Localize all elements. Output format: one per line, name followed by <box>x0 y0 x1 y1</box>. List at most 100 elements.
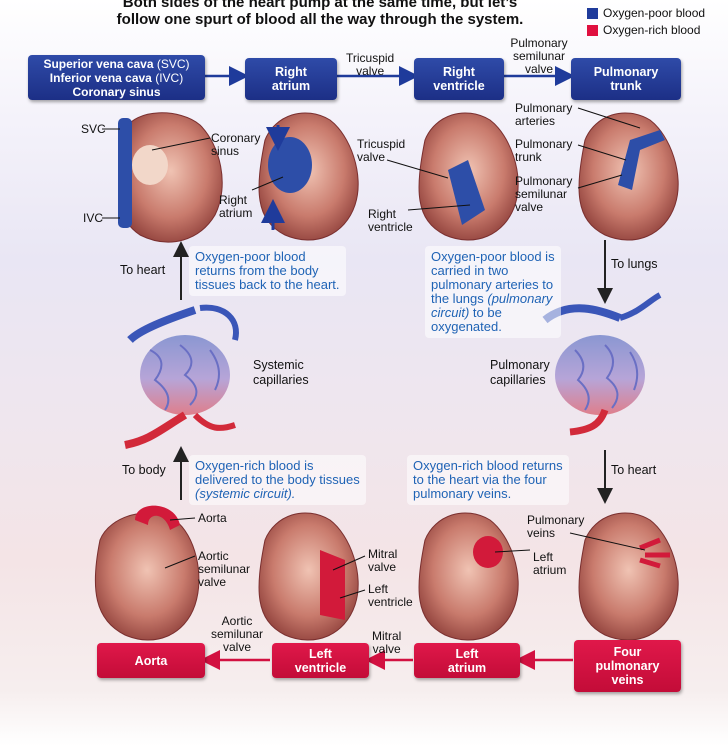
note-opr-l1: Oxygen-poor blood <box>195 250 340 264</box>
label-coronary-sinus: Coronary sinus <box>211 132 260 158</box>
label-mitral-valve-bottom: Mitral valve <box>372 630 401 656</box>
box-coronary-sinus-label: Coronary sinus <box>43 85 189 99</box>
note-oxygen-rich-body: Oxygen-rich blood is delivered to the bo… <box>189 455 366 505</box>
label-mitral-valve-l2: valve <box>368 561 397 574</box>
label-to-heart-left: To heart <box>120 264 165 277</box>
label-left-atrium-l2: atrium <box>533 564 566 577</box>
note-orr-l3: pulmonary veins. <box>413 487 563 501</box>
label-aorta: Aorta <box>198 512 227 525</box>
label-to-lungs: To lungs <box>611 258 658 271</box>
label-tricuspid-valve-l2: valve <box>357 151 405 164</box>
box-svc-abbr: (SVC) <box>154 57 190 71</box>
label-left-ventricle: Left ventricle <box>368 583 413 609</box>
pulmonary-capillaries-graphic <box>545 295 660 432</box>
box-right-ventricle-line1: Right <box>433 65 484 79</box>
label-pulmonary-veins-l2: veins <box>527 527 584 540</box>
label-pulmonary-semilunar-valve-top: Pulmonary semilunar valve <box>504 37 574 76</box>
label-tricuspid-valve: Tricuspid valve <box>357 138 405 164</box>
note-opl-l5b: to be <box>469 305 502 320</box>
note-opl-l4b: (pulmonary <box>487 291 552 306</box>
label-psv-top-l3: valve <box>504 63 574 76</box>
label-svc: SVC <box>81 123 106 136</box>
box-fpv-l3: veins <box>596 673 660 687</box>
note-opl-l5a: circuit) <box>431 305 469 320</box>
box-ivc-label: Inferior vena cava <box>50 71 152 85</box>
label-pulmonary-capillaries-l1: Pulmonary <box>490 358 550 373</box>
label-tricuspid-valve-top-l2: valve <box>346 65 394 78</box>
label-pulmonary-capillaries: Pulmonary capillaries <box>490 358 550 388</box>
note-orb-l3: (systemic circuit). <box>195 486 295 501</box>
label-right-ventricle-l2: ventricle <box>368 221 413 234</box>
note-orb-l1: Oxygen-rich blood is <box>195 459 360 473</box>
label-systemic-capillaries-l1: Systemic <box>253 358 309 373</box>
box-pulmonary-trunk-line2: trunk <box>594 79 659 93</box>
label-pulmonary-capillaries-l2: capillaries <box>490 373 550 388</box>
label-mitral-bottom-l2: valve <box>372 643 401 656</box>
label-aortic-semilunar-valve-bottom: Aortic semilunar valve <box>205 615 269 654</box>
label-pulmonary-veins: Pulmonary veins <box>527 514 584 540</box>
box-fpv-l2: pulmonary <box>596 659 660 673</box>
box-left-ventricle-l1: Left <box>295 647 346 661</box>
label-systemic-capillaries: Systemic capillaries <box>253 358 309 388</box>
label-mitral-valve: Mitral valve <box>368 548 397 574</box>
label-pulmonary-semilunar-valve: Pulmonary semilunar valve <box>515 175 572 214</box>
heart-illustration-7 <box>419 513 518 640</box>
label-pulmonary-arteries-l2: arteries <box>515 115 572 128</box>
label-left-atrium: Left atrium <box>533 551 566 577</box>
label-pulmonary-arteries: Pulmonary arteries <box>515 102 572 128</box>
note-opl-l4a: the lungs <box>431 291 487 306</box>
box-left-atrium-l2: atrium <box>448 661 486 675</box>
note-opr-l3: tissues back to the heart. <box>195 278 340 292</box>
box-ivc-abbr: (IVC) <box>152 71 183 85</box>
heart-illustration-1 <box>118 113 222 242</box>
label-asv-bottom-l3: valve <box>205 641 269 654</box>
label-to-heart-right: To heart <box>611 464 656 477</box>
box-right-atrium-line2: atrium <box>272 79 310 93</box>
label-psv-l3: valve <box>515 201 572 214</box>
heart-illustration-8 <box>579 513 678 640</box>
note-opl-l3: pulmonary arteries to <box>431 278 555 292</box>
note-opl-l2: carried in two <box>431 264 555 278</box>
note-orr-l2: to the heart via the four <box>413 473 563 487</box>
label-asv-l3: valve <box>198 576 250 589</box>
label-pulmonary-trunk: Pulmonary trunk <box>515 138 572 164</box>
label-left-ventricle-l2: ventricle <box>368 596 413 609</box>
note-opl-l1: Oxygen-poor blood is <box>431 250 555 264</box>
note-oxygen-poor-return: Oxygen-poor blood returns from the body … <box>189 246 346 296</box>
label-right-atrium-l2: atrium <box>219 207 252 220</box>
box-svc-label: Superior vena cava <box>43 57 153 71</box>
box-pulmonary-trunk-line1: Pulmonary <box>594 65 659 79</box>
box-vena-cava-coronary-sinus: Superior vena cava (SVC) Inferior vena c… <box>28 55 205 100</box>
label-systemic-capillaries-l2: capillaries <box>253 373 309 388</box>
heart-illustration-6 <box>259 513 358 640</box>
box-right-ventricle-line2: ventricle <box>433 79 484 93</box>
box-right-atrium-line1: Right <box>272 65 310 79</box>
box-left-ventricle-l2: ventricle <box>295 661 346 675</box>
box-aorta: Aorta <box>97 643 205 678</box>
label-coronary-sinus-l2: sinus <box>211 145 260 158</box>
label-pulmonary-trunk-l2: trunk <box>515 151 572 164</box>
systemic-capillaries-graphic <box>125 308 236 445</box>
label-right-atrium: Right atrium <box>219 194 252 220</box>
note-oxygen-poor-lungs: Oxygen-poor blood is carried in two pulm… <box>425 246 561 338</box>
heart-illustration-5 <box>95 506 199 640</box>
label-right-ventricle: Right ventricle <box>368 208 413 234</box>
heart-illustration-2 <box>259 113 358 240</box>
heart-illustration-3 <box>419 113 518 240</box>
heart-illustration-4 <box>579 113 678 240</box>
note-opr-l2: returns from the body <box>195 264 340 278</box>
box-four-pulmonary-veins: Four pulmonary veins <box>574 640 681 692</box>
note-orr-l1: Oxygen-rich blood returns <box>413 459 563 473</box>
box-left-atrium-l1: Left <box>448 647 486 661</box>
label-to-body: To body <box>122 464 166 477</box>
label-tricuspid-valve-top: Tricuspid valve <box>346 52 394 78</box>
label-aortic-semilunar-valve: Aortic semilunar valve <box>198 550 250 589</box>
note-opl-l6: oxygenated. <box>431 320 555 334</box>
note-orb-l2: delivered to the body tissues <box>195 473 360 487</box>
